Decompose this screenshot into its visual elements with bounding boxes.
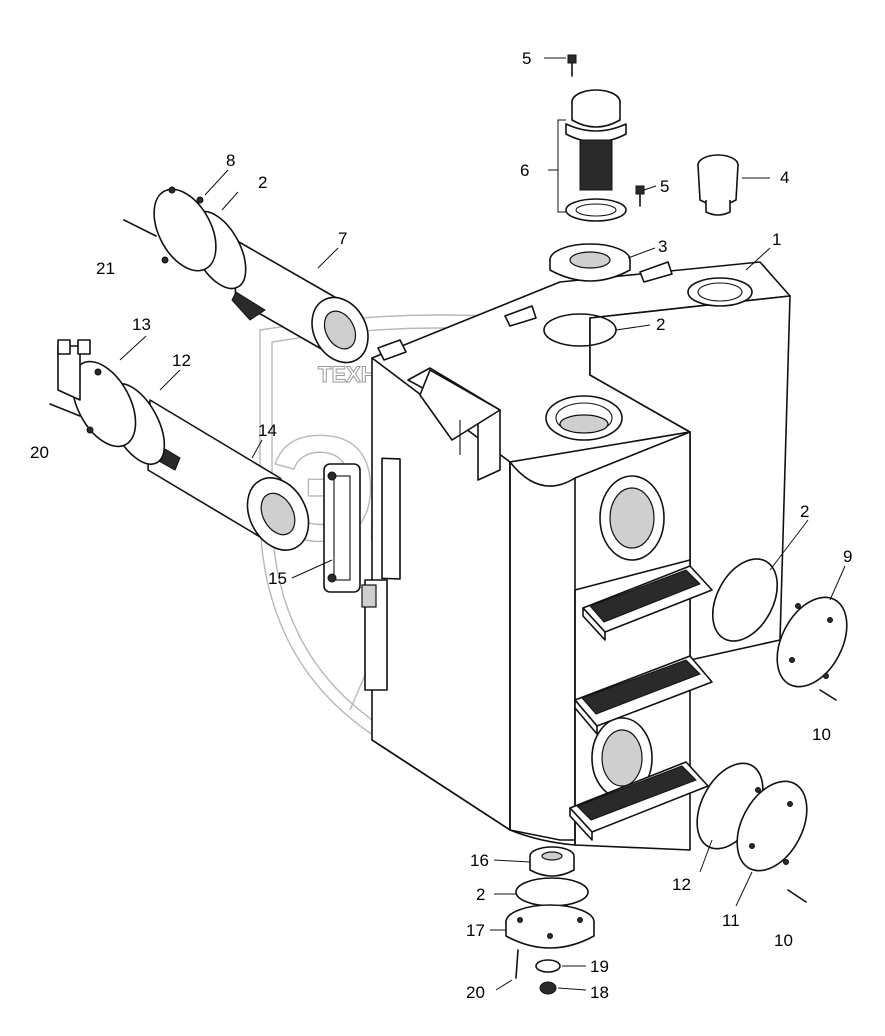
cover-9 [776, 596, 848, 688]
callout-5b: 5 [660, 177, 669, 196]
bolt-20-left [49, 403, 81, 417]
callout-2b: 2 [258, 173, 267, 192]
bolt-5b [635, 185, 645, 207]
breather-cap [697, 154, 739, 216]
tank-body [361, 261, 791, 851]
callout-1: 1 [772, 230, 781, 249]
callout-8: 8 [226, 151, 235, 170]
bolt-10-lower [787, 889, 807, 903]
callout-13: 13 [132, 315, 151, 334]
callout-2a: 2 [656, 315, 665, 334]
bolt-21 [123, 219, 157, 237]
bolt-10-upper [819, 689, 837, 701]
callout-14: 14 [258, 421, 277, 440]
cover-8 [153, 186, 217, 272]
lower-filter [147, 399, 310, 551]
callout-21: 21 [96, 259, 115, 278]
cover-13 [57, 339, 137, 448]
callout-10b: 10 [774, 931, 793, 950]
drain-fitting-16 [529, 846, 575, 877]
callout-19: 19 [590, 957, 609, 976]
bolt-20-bottom [515, 949, 519, 979]
upper-filter [231, 237, 369, 364]
callout-20a: 20 [30, 443, 49, 462]
flange-17 [505, 904, 595, 949]
flange-3 [549, 243, 631, 282]
plug-18 [539, 981, 557, 995]
callout-labels: 5 6 5 4 1 3 2 8 2 7 21 13 12 20 14 15 2 … [30, 49, 852, 1002]
filler-cap-assembly [565, 89, 627, 222]
bolt-5a [567, 54, 577, 77]
callout-15: 15 [268, 569, 287, 588]
step-lower [569, 761, 709, 841]
callout-3: 3 [658, 237, 667, 256]
gasket-bottom [515, 877, 589, 907]
callout-18: 18 [590, 983, 609, 1002]
washer-19 [535, 959, 561, 973]
leader-lines [119, 57, 846, 991]
callout-17: 17 [466, 921, 485, 940]
level-gauge [323, 463, 361, 593]
step-middle [574, 655, 713, 735]
callout-2c: 2 [800, 502, 809, 521]
callout-12a: 12 [172, 351, 191, 370]
callout-12b: 12 [672, 875, 691, 894]
callout-11: 11 [722, 911, 740, 930]
callout-4: 4 [780, 168, 789, 187]
callout-9: 9 [843, 547, 852, 566]
step-upper [582, 565, 713, 641]
callout-16: 16 [470, 851, 489, 870]
callout-6: 6 [520, 161, 529, 180]
callout-7: 7 [338, 229, 347, 248]
cover-11 [736, 780, 808, 872]
gasket-right-upper [711, 558, 779, 642]
callout-2d: 2 [476, 885, 485, 904]
callout-20b: 20 [466, 983, 485, 1002]
callout-5a: 5 [522, 49, 531, 68]
callout-10a: 10 [812, 725, 831, 744]
